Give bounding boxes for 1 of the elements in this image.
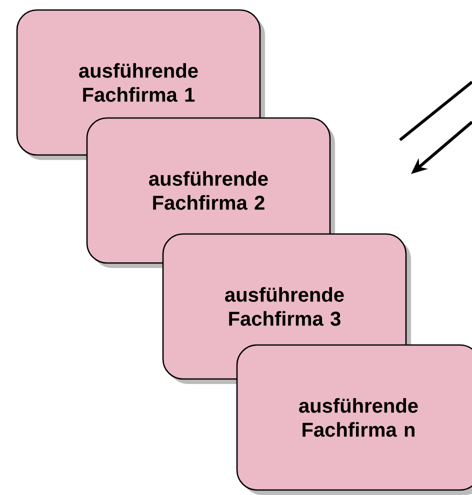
company-box: ausführende Fachfirma n [236, 344, 472, 495]
